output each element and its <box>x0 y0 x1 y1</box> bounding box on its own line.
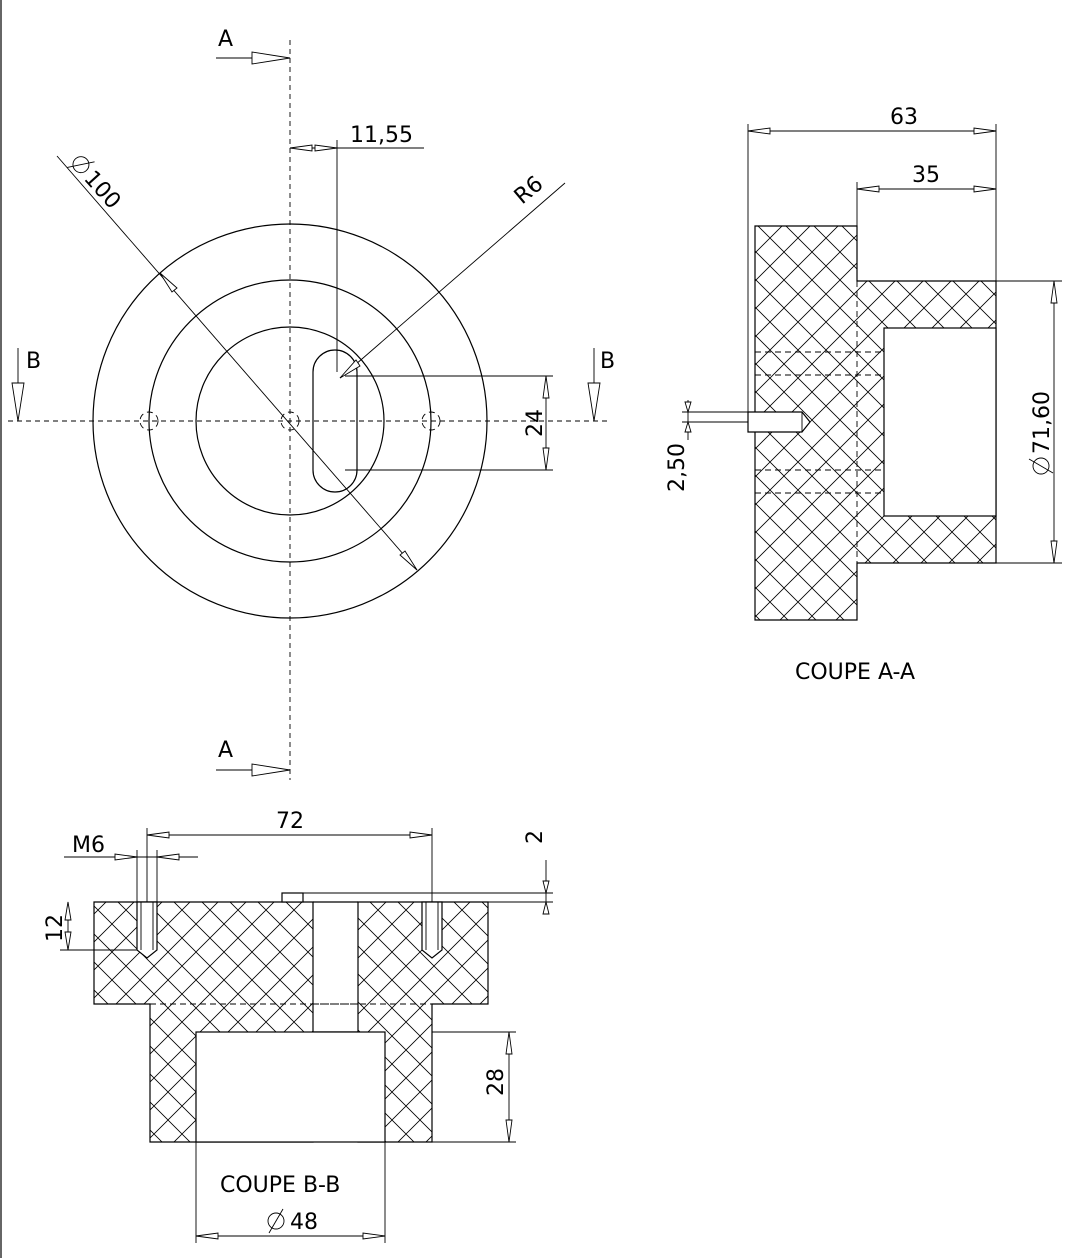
dim-2-arrow-1 <box>542 880 550 894</box>
dim-m6-arrow-2 <box>156 853 180 861</box>
section-bb-pin <box>281 892 304 903</box>
dim-11-55-arrow-2 <box>314 144 338 152</box>
inner-circle <box>195 326 385 516</box>
diameter-slash <box>67 161 95 168</box>
dim-72-arrow-2 <box>409 831 433 839</box>
dim-12-arrow-1 <box>64 901 72 921</box>
dim-m6-label: M6 <box>72 833 105 858</box>
dim-d100-arrow-1 <box>159 272 178 293</box>
dim-63-arrow-2 <box>973 127 997 135</box>
section-bb-view: 72 M6 2 12 28 COUPE B-B <box>43 809 553 1243</box>
diameter-symbol <box>267 1212 285 1230</box>
diameter-slash <box>1028 458 1054 474</box>
section-a-top-label: A <box>218 27 233 52</box>
section-b-right-label: B <box>600 349 615 374</box>
dim-d71-text: 71,60 <box>1028 391 1055 475</box>
dim-11-55-label: 11,55 <box>350 123 413 148</box>
diameter-slash <box>268 1208 284 1234</box>
dim-d100-arrow-2 <box>399 550 418 571</box>
dim-72-label: 72 <box>276 809 304 834</box>
dim-24-label: 24 <box>523 409 548 437</box>
dim-d100-label: 100 <box>79 166 126 214</box>
dim-d71-label: 71,60 <box>1030 391 1055 454</box>
dim-2-label: 2 <box>523 830 548 844</box>
dim-35-arrow-1 <box>856 185 880 193</box>
dim-d71-arrow-1 <box>1050 280 1058 304</box>
dim-2-arrow-2 <box>542 901 550 915</box>
dim-11-55-arrow-1 <box>289 144 313 152</box>
dim-2-50-arrow-2 <box>684 420 692 433</box>
section-b-left-arrow <box>11 382 25 422</box>
section-aa-view: 63 35 71,60 2,50 COUPE A-A <box>665 105 1062 685</box>
section-b-left-label: B <box>26 349 41 374</box>
dim-d100-text: 100 <box>67 156 126 214</box>
dim-24-arrow-1 <box>542 375 550 399</box>
dim-35-arrow-2 <box>973 185 997 193</box>
section-a-bottom-arrow <box>251 763 291 777</box>
dim-63-label: 63 <box>890 105 918 130</box>
dim-d48-arrow-1 <box>195 1232 219 1240</box>
section-bb-bore <box>195 1031 386 1143</box>
dim-2-50-arrow-1 <box>684 401 692 414</box>
dim-2-50-label: 2,50 <box>665 443 690 492</box>
section-aa-title: COUPE A-A <box>795 660 915 685</box>
hole-left <box>139 411 159 431</box>
diameter-symbol <box>1032 457 1050 475</box>
section-aa-pin <box>747 411 811 433</box>
thread-hole-right <box>421 901 443 959</box>
dim-d71-arrow-2 <box>1050 540 1058 564</box>
dim-r6-leader <box>339 182 566 379</box>
section-aa-bore <box>883 327 997 517</box>
dim-d48-text: 48 <box>267 1208 318 1235</box>
dim-72-arrow-1 <box>146 831 170 839</box>
top-view: A A B B 11,55 100 R6 <box>8 27 615 780</box>
dim-r6-arrow <box>339 359 361 379</box>
dim-24-arrow-2 <box>542 447 550 471</box>
dim-d100-line <box>56 155 418 571</box>
dim-r6-label: R6 <box>510 172 549 210</box>
dim-63-arrow-1 <box>747 127 771 135</box>
dim-d48-arrow-2 <box>362 1232 386 1240</box>
dim-12-label: 12 <box>43 914 68 942</box>
dim-35-label: 35 <box>912 163 940 188</box>
dim-12-arrow-2 <box>64 931 72 951</box>
diameter-symbol <box>72 156 90 174</box>
dim-28-arrow-1 <box>505 1031 513 1055</box>
section-a-top-arrow <box>251 51 291 65</box>
section-b-right-arrow <box>587 382 601 422</box>
thread-hole-left <box>136 901 158 959</box>
section-bb-title: COUPE B-B <box>220 1173 340 1198</box>
dim-d48-label: 48 <box>290 1210 318 1235</box>
section-a-bottom-label: A <box>218 738 233 763</box>
dim-m6-arrow-1 <box>114 853 138 861</box>
dim-28-label: 28 <box>484 1068 509 1096</box>
dim-28-arrow-2 <box>505 1119 513 1143</box>
